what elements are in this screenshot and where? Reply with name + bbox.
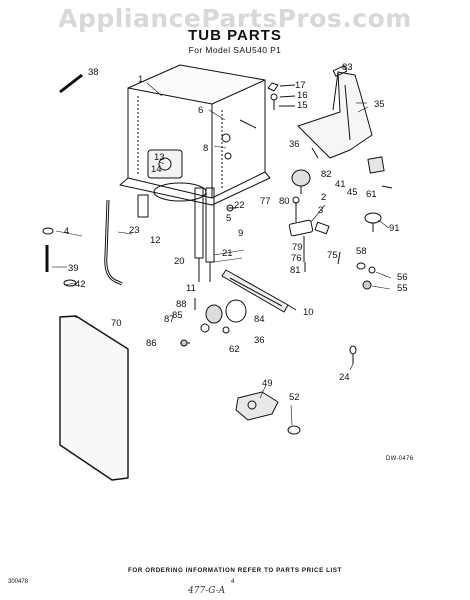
callout-5: 5: [226, 213, 231, 224]
callout-45: 45: [347, 187, 358, 198]
callout-4: 4: [64, 226, 69, 237]
callout-52: 52: [289, 392, 300, 403]
callout-55: 55: [397, 283, 408, 294]
callout-91: 91: [389, 223, 400, 234]
callout-38: 38: [88, 67, 99, 78]
callout-83: 83: [342, 62, 353, 73]
top-small-parts: [267, 82, 296, 110]
callout-22: 22: [234, 200, 245, 211]
wheel-assembly: [180, 299, 247, 347]
callout-20: 20: [174, 256, 185, 267]
handwritten-note: 477-G-A: [188, 586, 226, 596]
diagram-title: TUB PARTS: [188, 27, 282, 44]
callout-16: 16: [297, 90, 308, 101]
callout-75: 75: [327, 250, 338, 261]
callout-35: 35: [374, 99, 385, 110]
callout-82: 82: [321, 169, 332, 180]
callout-8: 8: [203, 143, 208, 154]
latch-parts: [288, 196, 330, 262]
callout-80: 80: [279, 196, 290, 207]
callout-76: 76: [291, 253, 302, 264]
callout-17: 17: [295, 80, 306, 91]
callout-88: 88: [176, 299, 187, 310]
callout-86: 86: [146, 338, 157, 349]
side-bracket-drawing: [291, 65, 385, 232]
callout-11: 11: [186, 283, 196, 294]
callout-49: 49: [262, 378, 273, 389]
door-panel: [59, 315, 129, 481]
callout-77: 77: [260, 196, 271, 207]
callout-39: 39: [68, 263, 79, 274]
model-subtitle: For Model SAU540 P1: [188, 45, 282, 55]
callout-70: 70: [111, 318, 122, 329]
callout-58: 58: [356, 246, 367, 257]
drawing-code: DW-0476: [386, 456, 414, 462]
callout-2: 2: [321, 192, 326, 203]
callout-56: 56: [397, 272, 408, 283]
tub-drawing: [119, 64, 271, 282]
bracket-drawing: [235, 391, 301, 435]
callout-14: 14: [151, 164, 162, 175]
callout-3: 3: [318, 205, 323, 216]
callout-36b: 36: [254, 335, 265, 346]
callout-87: 87: [164, 314, 175, 325]
callout-79: 79: [292, 242, 303, 253]
callout-85: 85: [172, 310, 183, 321]
rail-drawing: [221, 269, 297, 313]
callout-1: 1: [138, 74, 143, 85]
page-number: 4: [231, 579, 235, 585]
callout-41: 41: [335, 179, 346, 190]
callout-42: 42: [75, 279, 86, 290]
callout-13: 13: [154, 152, 165, 163]
callout-24: 24: [339, 372, 350, 383]
callout-62: 62: [229, 344, 240, 355]
callout-15: 15: [297, 100, 308, 111]
callout-84: 84: [254, 314, 265, 325]
callout-36a: 36: [289, 139, 300, 150]
callout-labels: 38 1 6 8 13 14 17 16 15 83 35 36 82 41 4…: [64, 62, 408, 403]
callout-12: 12: [150, 235, 161, 246]
callout-23: 23: [129, 225, 140, 236]
ordering-info-footer: FOR ORDERING INFORMATION REFER TO PARTS …: [128, 567, 342, 574]
callout-61: 61: [366, 189, 377, 200]
callout-9: 9: [238, 228, 243, 239]
callout-81: 81: [290, 265, 301, 276]
corner-code: 300478: [8, 579, 29, 585]
watermark: AppliancePartsPros.com: [58, 4, 412, 33]
callout-21: 21: [222, 248, 233, 259]
callout-6: 6: [198, 105, 203, 116]
callout-10: 10: [303, 307, 314, 318]
